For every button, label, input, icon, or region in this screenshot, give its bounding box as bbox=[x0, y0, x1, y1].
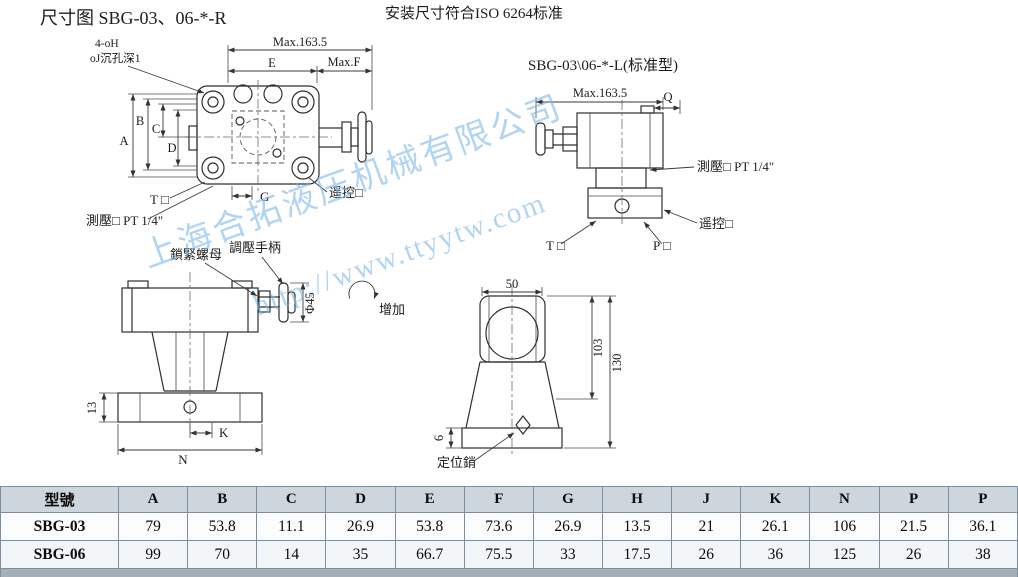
value-cell: 125 bbox=[809, 540, 880, 569]
value-cell: 33 bbox=[532, 540, 603, 569]
side-remote-label: 遥控□ bbox=[699, 216, 733, 231]
value-cell: 21 bbox=[671, 512, 742, 541]
value-cell: 36 bbox=[740, 540, 811, 569]
technical-drawing: 尺寸图 SBG-03、06-*-R 安装尺寸符合ISO 6264标准 SBG-0… bbox=[40, 5, 774, 470]
value-cell: 11.1 bbox=[256, 512, 327, 541]
header-a: A bbox=[117, 486, 189, 513]
dim-d-label: D bbox=[167, 141, 176, 155]
value-cell: 36.1 bbox=[947, 512, 1018, 541]
dimension-table: 型號 A B C D E F G H J K N P P SBG-03 79 5… bbox=[0, 486, 1018, 577]
front-view-dimensions: 鎖緊螺母 調壓手柄 Φ45 增加 13 K bbox=[85, 240, 405, 467]
side-port-p-label: P □ bbox=[653, 238, 671, 253]
page-title: 尺寸图 SBG-03、06-*-R bbox=[40, 8, 227, 28]
value-cell: 99 bbox=[117, 540, 189, 569]
header-p2: P bbox=[947, 486, 1018, 513]
value-cell: 38 bbox=[947, 540, 1018, 569]
value-cell: 26.1 bbox=[740, 512, 811, 541]
value-cell: 26.9 bbox=[325, 512, 396, 541]
header-c: C bbox=[256, 486, 327, 513]
variant-title: SBG-03\06-*-L(标准型) bbox=[528, 57, 678, 74]
header-p1: P bbox=[878, 486, 949, 513]
model-cell: SBG-06 bbox=[0, 540, 119, 569]
side-view-outline bbox=[535, 100, 664, 226]
plan-view-dimensions: Max.163.5 E Max.F A B C D 4-oH bbox=[86, 35, 373, 228]
header-n: N bbox=[809, 486, 880, 513]
side-max-width-label: Max.163.5 bbox=[573, 86, 627, 100]
plan-view: Max.163.5 E Max.F A B C D 4-oH bbox=[86, 35, 373, 228]
value-cell: 14 bbox=[256, 540, 327, 569]
dim-130-label: 130 bbox=[610, 354, 624, 373]
dim-f-label: Max.F bbox=[328, 55, 361, 69]
value-cell: 21.5 bbox=[878, 512, 949, 541]
dim-50-label: 50 bbox=[506, 277, 519, 291]
dim-max-width-label: Max.163.5 bbox=[273, 35, 327, 49]
locating-pin-label: 定位銷 bbox=[437, 455, 476, 470]
header-e: E bbox=[394, 486, 465, 513]
header-model: 型號 bbox=[0, 486, 119, 513]
side-port-t-label: T □ bbox=[546, 238, 565, 253]
front-view: 鎖緊螺母 調壓手柄 Φ45 增加 13 K bbox=[85, 240, 405, 467]
empty-cell bbox=[0, 568, 1018, 577]
dim-a-label: A bbox=[119, 134, 128, 148]
header-f: F bbox=[463, 486, 534, 513]
header-j: J bbox=[671, 486, 742, 513]
side-view-dimensions: Max.163.5 Q 測壓□ PT 1/4" 遥控□ T □ P □ bbox=[535, 86, 774, 253]
value-cell: 70 bbox=[187, 540, 258, 569]
dim-q-label: Q bbox=[663, 90, 672, 104]
value-cell: 73.6 bbox=[463, 512, 534, 541]
watermark-company-text: 上海合拓液压机械有限公司 bbox=[138, 88, 568, 276]
dim-e-label: E bbox=[268, 56, 276, 70]
dim-c-label: C bbox=[152, 122, 160, 136]
remote-port-label: 遥控□ bbox=[329, 185, 363, 200]
model-cell: SBG-03 bbox=[0, 512, 119, 541]
counterbore-note-label: oJ沉孔深1 bbox=[90, 51, 141, 65]
dim-k-label: K bbox=[219, 425, 229, 440]
value-cell: 53.8 bbox=[187, 512, 258, 541]
port-t-label: T □ bbox=[150, 192, 169, 207]
table-row-sbg06: SBG-06 99 70 14 35 66.7 75.5 33 17.5 26 … bbox=[0, 540, 1018, 569]
increase-label: 增加 bbox=[379, 302, 405, 317]
value-cell: 66.7 bbox=[394, 540, 465, 569]
value-cell: 26 bbox=[878, 540, 949, 569]
value-cell: 53.8 bbox=[394, 512, 465, 541]
dim-13-label: 13 bbox=[85, 402, 99, 415]
value-cell: 26.9 bbox=[532, 512, 603, 541]
value-cell: 26 bbox=[671, 540, 742, 569]
handle-label: 調壓手柄 bbox=[229, 240, 281, 255]
header-g: G bbox=[532, 486, 603, 513]
header-d: D bbox=[325, 486, 396, 513]
end-view-dimensions: 50 103 130 6 定位銷 bbox=[432, 277, 624, 470]
side-view: Max.163.5 Q 測壓□ PT 1/4" 遥控□ T □ P □ bbox=[535, 86, 774, 253]
end-view: 50 103 130 6 定位銷 bbox=[432, 277, 624, 470]
handwheel-dia-label: Φ45 bbox=[303, 292, 317, 314]
side-gauge-label: 測壓□ PT 1/4" bbox=[697, 159, 774, 174]
value-cell: 75.5 bbox=[463, 540, 534, 569]
end-view-outline bbox=[461, 286, 563, 456]
gauge-port-label: 測壓□ PT 1/4" bbox=[86, 213, 163, 228]
header-h: H bbox=[601, 486, 673, 513]
value-cell: 79 bbox=[117, 512, 189, 541]
holes-note-label: 4-oH bbox=[95, 38, 119, 50]
header-b: B bbox=[187, 486, 258, 513]
dim-103-label: 103 bbox=[591, 339, 605, 358]
value-cell: 35 bbox=[325, 540, 396, 569]
dim-b-label: B bbox=[136, 114, 144, 128]
dim-n-label: N bbox=[178, 452, 188, 467]
table-header-row: 型號 A B C D E F G H J K N P P bbox=[0, 486, 1018, 513]
value-cell: 106 bbox=[809, 512, 880, 541]
value-cell: 13.5 bbox=[601, 512, 673, 541]
dim-g-label: G bbox=[260, 189, 269, 204]
dim-6-label: 6 bbox=[432, 435, 446, 441]
table-empty-row bbox=[0, 568, 1018, 577]
header-k: K bbox=[740, 486, 811, 513]
lock-nut-label: 鎖緊螺母 bbox=[170, 247, 222, 262]
plan-view-outline bbox=[185, 80, 373, 192]
table-row-sbg03: SBG-03 79 53.8 11.1 26.9 53.8 73.6 26.9 … bbox=[0, 512, 1018, 541]
front-view-outline bbox=[117, 272, 296, 430]
watermark: 上海合拓液压机械有限公司 http://www.ttyytw.com bbox=[138, 88, 568, 323]
value-cell: 17.5 bbox=[601, 540, 673, 569]
iso-standard-note: 安装尺寸符合ISO 6264标准 bbox=[385, 5, 563, 22]
